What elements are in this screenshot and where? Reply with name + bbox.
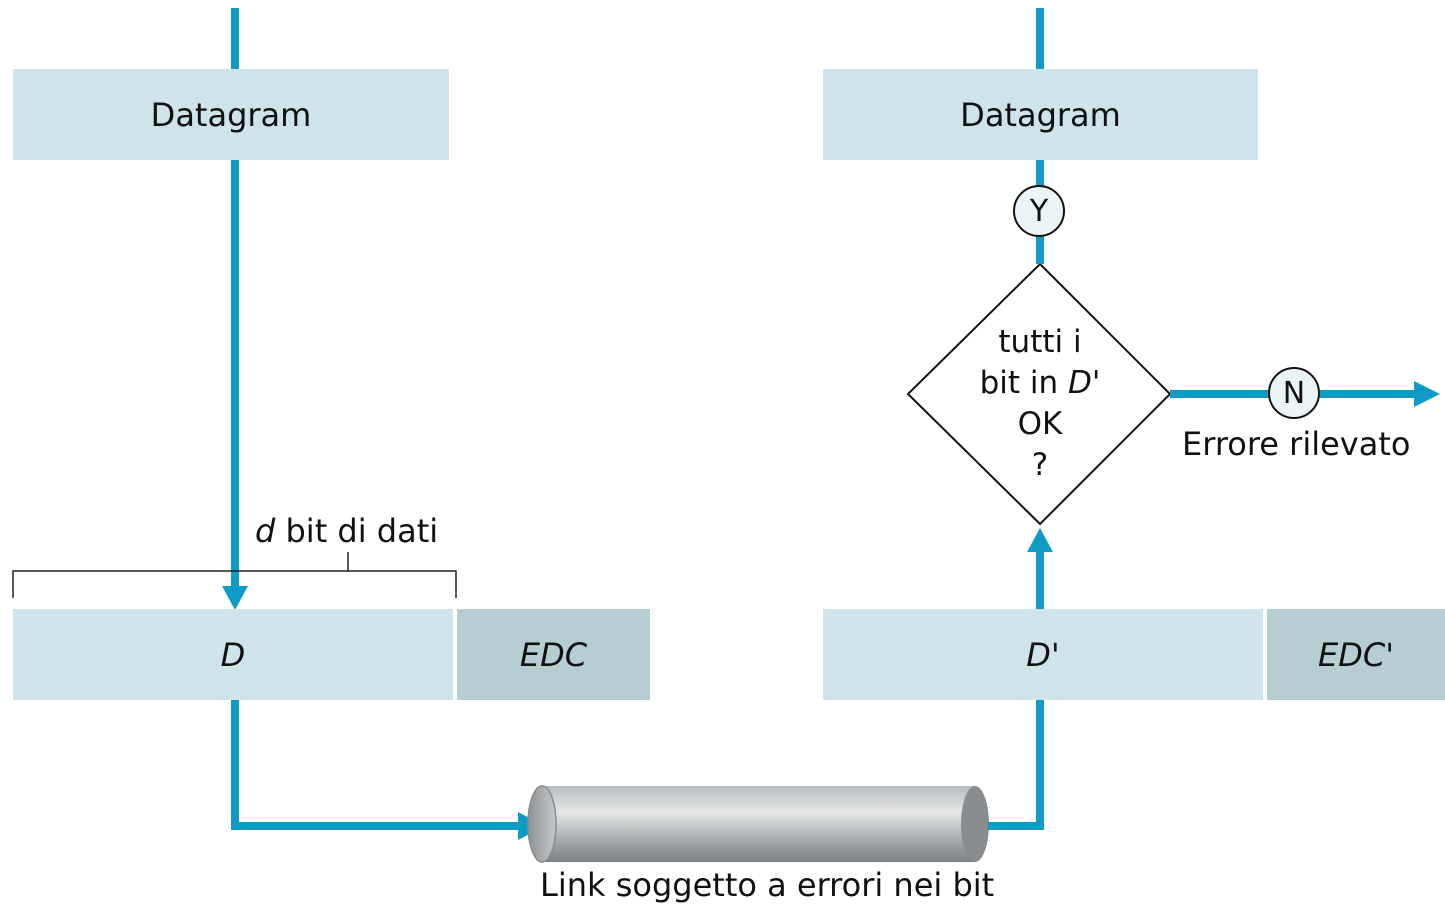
data-bits-brace	[12, 552, 457, 598]
sender-to-link-line	[231, 700, 520, 830]
yes-label: Y	[1029, 193, 1049, 229]
error-detected-label: Errore rilevato	[1182, 425, 1411, 463]
data-bits-label: d bit di dati	[255, 512, 438, 550]
decision-line-2-var: D'	[1068, 365, 1101, 401]
decision-line-4: ?	[1031, 447, 1049, 483]
receiver-datagram-label: Datagram	[960, 95, 1121, 134]
decision-text: tutti i bit in D' OK ?	[940, 322, 1140, 486]
no-arrowhead	[1414, 381, 1440, 407]
decision-line-2: bit in D'	[940, 363, 1140, 404]
yes-circle: Y	[1013, 185, 1065, 237]
receiver-up-arrowhead	[1027, 528, 1053, 552]
data-bits-var: d	[255, 512, 276, 550]
sender-edc-box: EDC	[457, 609, 650, 700]
decision-diamond	[906, 262, 1172, 526]
decision-line-1: tutti i	[998, 324, 1082, 360]
data-bits-text: bit di dati	[275, 512, 439, 550]
sender-data-box: D	[13, 609, 453, 700]
receiver-data-label: D'	[1026, 635, 1060, 674]
link-label: Link soggetto a errori nei bit	[540, 866, 995, 904]
link-to-receiver-line	[988, 700, 1044, 830]
receiver-edc-box: EDC'	[1267, 609, 1445, 700]
sender-down-arrowhead	[222, 586, 248, 610]
decision-line-3: OK	[1017, 406, 1063, 442]
no-circle: N	[1268, 367, 1320, 419]
no-label: N	[1282, 375, 1306, 411]
sender-edc-label: EDC	[519, 635, 588, 674]
sender-data-label: D	[220, 635, 246, 674]
receiver-datagram-box: Datagram	[823, 69, 1258, 160]
receiver-edc-label: EDC'	[1318, 635, 1394, 674]
sender-datagram-box: Datagram	[13, 69, 449, 160]
link-cylinder	[527, 785, 989, 863]
receiver-data-box: D'	[823, 609, 1263, 700]
sender-datagram-label: Datagram	[150, 95, 312, 134]
decision-line-2-prefix: bit in	[979, 365, 1068, 401]
